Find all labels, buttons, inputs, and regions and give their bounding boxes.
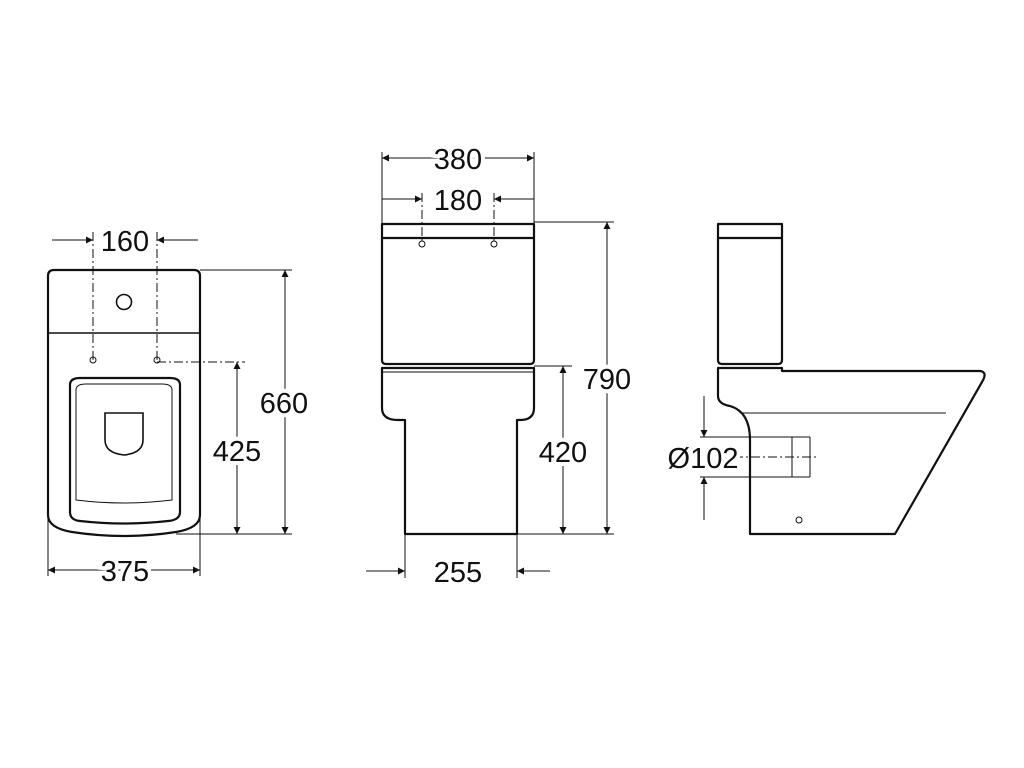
bowl-opening [104,412,144,456]
side-fixing-hole [795,516,803,524]
side-view: Ø102 [664,222,986,536]
flush-button-icon [115,293,133,311]
dim-front-hole-spacing: 180 [434,185,482,217]
dim-total-depth: 660 [260,388,308,420]
dim-width: 375 [101,556,149,588]
side-view-outline [700,222,986,536]
dim-cistern-width: 380 [434,144,482,176]
top-view: 160 660 425 375 [46,226,312,592]
dim-seat-height: 420 [539,437,587,469]
front-view: 380 180 790 420 255 [366,140,635,589]
dim-base-width: 255 [434,557,482,589]
dim-total-height: 790 [583,364,631,396]
top-view-outline [46,268,202,538]
dim-seat-depth: 425 [213,436,261,468]
seat-outline [68,376,182,525]
dim-outlet-diameter: Ø102 [668,443,739,475]
front-fixing-right [490,240,498,248]
dim-top-hole-spacing: 160 [101,226,149,258]
front-view-outline [380,222,536,536]
front-fixing-left [418,240,426,248]
